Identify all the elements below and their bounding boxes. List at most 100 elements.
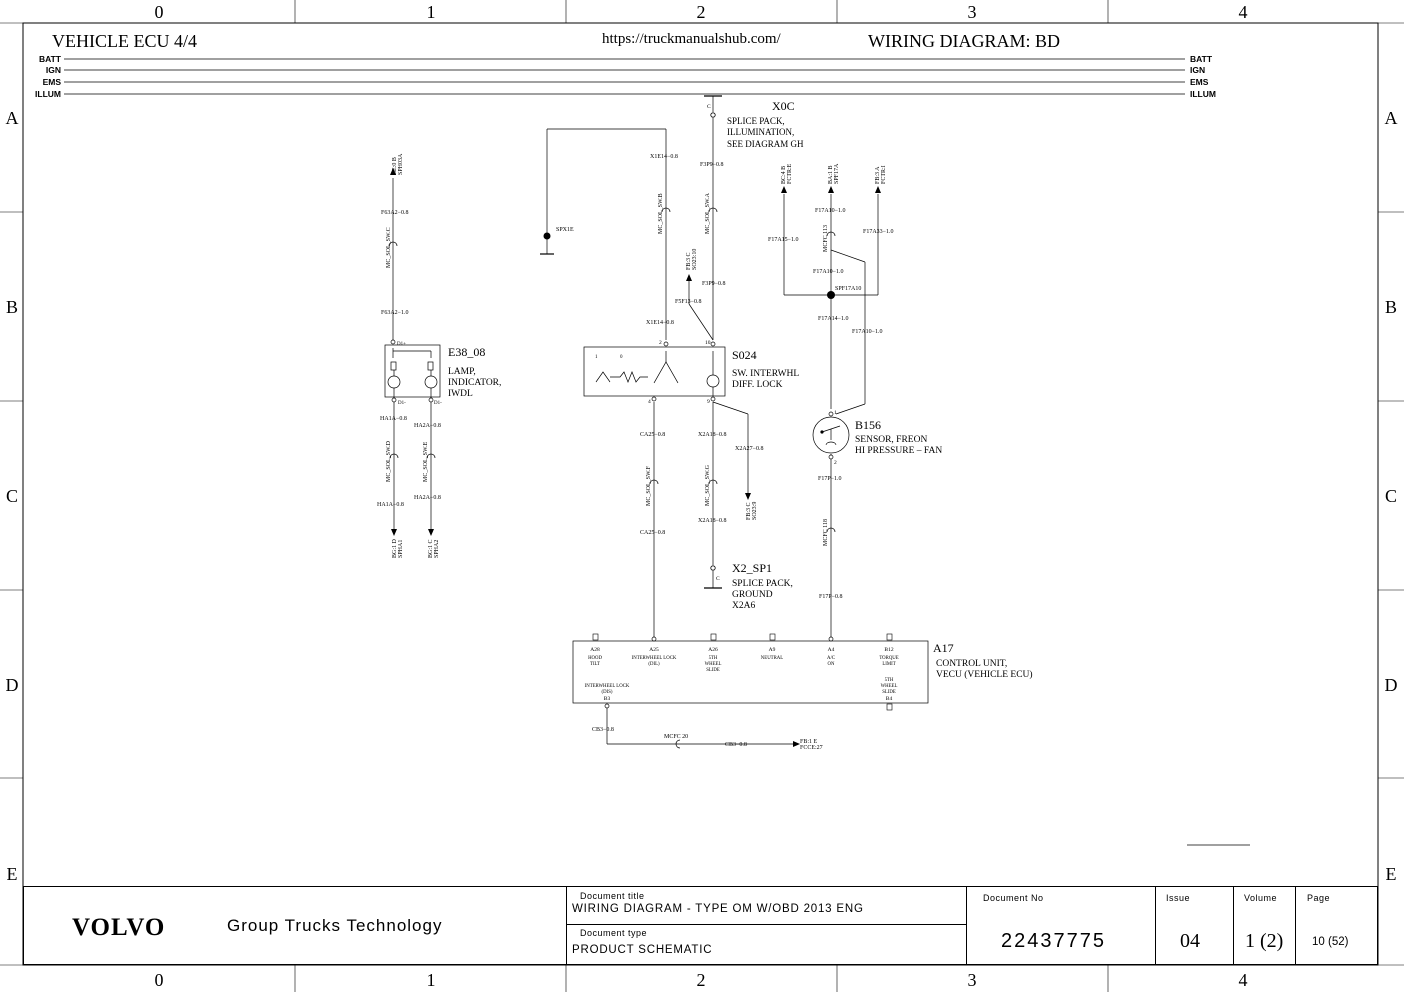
vecu-pin-name: (DIL) [648, 662, 660, 667]
wire-label: MCFC 113 [823, 225, 829, 252]
volume-label: Volume [1244, 893, 1278, 903]
ref-bc4b: BC:4 B [781, 166, 787, 184]
vecu-pin-name: LIMIT [882, 662, 895, 667]
division-name: Group Trucks Technology [227, 916, 443, 935]
wire-label: F63A2−1.0 [381, 310, 409, 316]
vecu-pin: B3 [604, 696, 611, 702]
ref-fb3a-pin: FCTR:I [881, 165, 887, 184]
ref-fb3c-bot: FB:3 C [746, 502, 752, 520]
wire-label: X2A18−0.8 [698, 518, 727, 524]
diagram-title: WIRING DIAGRAM: BD [868, 31, 1060, 51]
wire-label: MC_SOL_SW.G [705, 464, 711, 506]
wire-label: MC_SOL_SW.A [705, 192, 711, 234]
wire-label: CA25−0.8 [640, 530, 665, 536]
b3-output-wire [606, 708, 793, 749]
row-label: B [1385, 297, 1397, 317]
volume-value: 1 (2) [1245, 930, 1284, 952]
title-block: Group Trucks Technology Document title W… [23, 886, 1378, 965]
source-url: https://truckmanualshub.com/ [602, 31, 782, 47]
row-label: E [7, 864, 18, 884]
component-desc: SENSOR, FREON [855, 435, 927, 445]
row-label: A [6, 108, 19, 128]
col-label: 1 [427, 970, 436, 990]
wire-label: F3P9−0.8 [700, 162, 724, 168]
component-id-x2sp1: X2_SP1 [732, 561, 772, 575]
col-label: 3 [968, 970, 977, 990]
wire-label: X2A27−0.8 [735, 446, 764, 452]
page-cell: Page 10 (52) [1295, 887, 1377, 964]
wire-label: MC_SOL_SW.E [423, 441, 429, 482]
vecu-pin-name: NEUTRAL [761, 656, 783, 661]
volume-cell: Volume 1 (2) [1233, 887, 1295, 964]
pin-label: 4 [648, 399, 651, 405]
vecu-pin-name: HOOD [588, 656, 602, 661]
wire-label: F17P−0.8 [819, 594, 843, 600]
ref-bg1d: BG:1 D [392, 538, 398, 558]
ref-fb3c-top-pin: SO23:10 [692, 249, 698, 270]
pin-label: 2 [834, 460, 837, 466]
vecu-pin-name: INTERWHEEL LOCK [585, 684, 630, 689]
wire-label: F17P−1.0 [818, 476, 842, 482]
wire-label: X2A18−0.8 [698, 432, 727, 438]
pin-label: D1- [398, 401, 406, 406]
wire-label: F17A10−1.0 [813, 269, 844, 275]
component-id-e38: E38_08 [448, 345, 485, 359]
wire-label: CA25−0.8 [640, 432, 665, 438]
ref-bg1c-pin: SPHA2 [434, 540, 440, 558]
vecu-pin-name: INTERWHEEL LOCK [632, 656, 677, 661]
bus-label-batt: BATT [39, 54, 62, 64]
component-desc: GROUND [732, 590, 773, 600]
wire-label: MCFC 20 [664, 734, 688, 740]
component-desc: CONTROL UNIT, [936, 659, 1007, 669]
component-desc: ILLUMINATION, [727, 127, 794, 137]
wire-label: CB3−0.8 [725, 742, 747, 748]
vecu-pin-name: A/C [827, 656, 835, 661]
pin-label: C [707, 104, 711, 110]
b156-circuit-wires [783, 194, 879, 640]
wire-label: F17A10−1.0 [815, 208, 846, 214]
vecu-pin-name: WHEEL [881, 684, 898, 689]
wire-label: MC_SOL_SW.F [646, 465, 652, 506]
vecu-pin-name: WHEEL [705, 662, 722, 667]
vecu-body [572, 640, 929, 704]
component-id-a17: A17 [933, 641, 954, 655]
bus-label-illum: ILLUM [1190, 89, 1216, 99]
component-desc: HI PRESSURE – FAN [855, 446, 942, 456]
component-desc: SPLICE PACK, [727, 116, 785, 126]
issue-label: Issue [1166, 893, 1191, 903]
component-id-x0c: X0C [772, 99, 795, 113]
row-label: D [1385, 675, 1398, 695]
volvo-logo: VOLVO [72, 914, 165, 941]
page-value: 10 (52) [1312, 936, 1349, 948]
ref-bg1c: BG:1 C [428, 539, 434, 558]
wire-label: HA2A−0.8 [414, 495, 441, 501]
component-desc: X2A6 [732, 601, 755, 611]
ref-fb3a: FB:3 A [875, 166, 881, 184]
col-label: 2 [697, 2, 706, 22]
pin-label: D1- [434, 401, 442, 406]
vecu-pin-name: (DIS) [602, 690, 613, 695]
vecu-pin: A4 [828, 647, 835, 653]
wire-label: HA1A−0.8 [377, 502, 404, 508]
issue-value: 04 [1180, 930, 1200, 952]
wire-label: F3P9−0.8 [702, 281, 726, 287]
pin-label: C [716, 576, 720, 582]
row-label: C [1385, 486, 1397, 506]
bus-label-ign: IGN [1190, 65, 1205, 75]
component-desc: INDICATOR, [448, 378, 501, 388]
pin-label: D1+ [397, 342, 406, 347]
document-title-cell: Document title WIRING DIAGRAM - TYPE OM … [566, 887, 966, 964]
wire-label: HA2A−0.8 [414, 423, 441, 429]
pin-label: 9 [707, 399, 710, 405]
vecu-pin-name: SLIDE [706, 668, 720, 673]
vecu-pin: B12 [884, 647, 893, 653]
row-label: E [1386, 864, 1397, 884]
switch-position: 0 [620, 355, 623, 360]
col-label: 2 [697, 970, 706, 990]
page-label: Page [1307, 893, 1331, 903]
wire-label: CB3−0.8 [592, 727, 614, 733]
component-id-s024: S024 [732, 348, 757, 362]
switch-position: 1 [595, 355, 598, 360]
ref-be0b-pin: SPH03A [398, 153, 404, 175]
